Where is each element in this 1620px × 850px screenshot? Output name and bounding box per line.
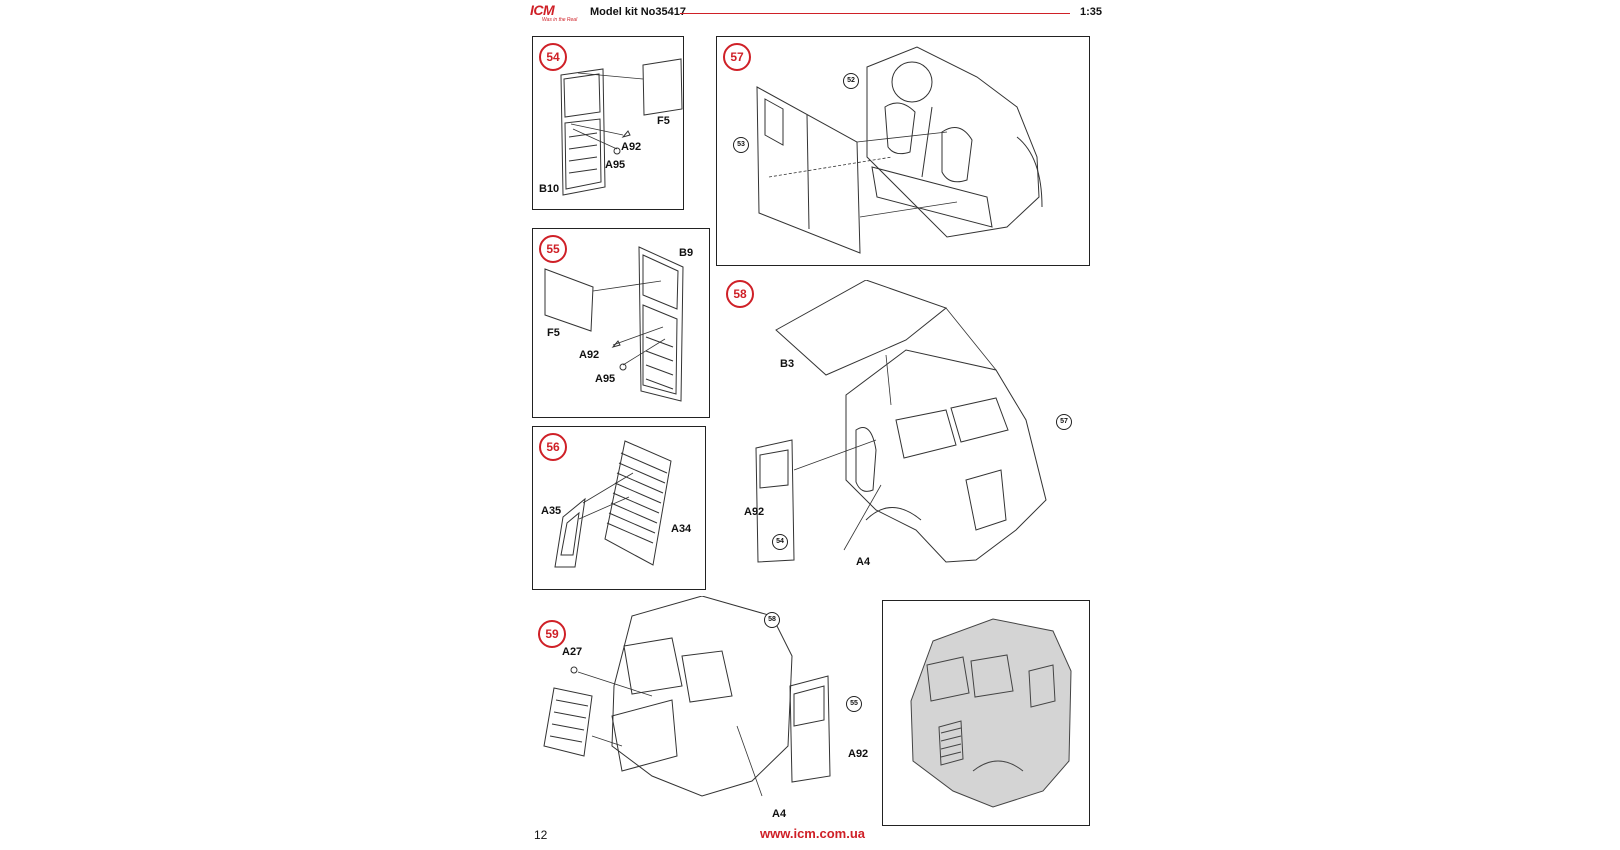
icm-logo: ICM Was in the Real [530,2,584,26]
finished-cab-drawing [910,618,1072,808]
part-a92-label: A92 [621,141,642,153]
step-56-panel: 56 A35 A34 [532,426,706,590]
header-rule [680,13,1070,14]
step-59-drawing [543,596,831,797]
step-54-number: 54 [539,43,567,71]
step-57-panel: 57 52 53 [716,36,1090,266]
ref-step-57: 57 [1056,414,1072,430]
logo-brand: ICM [530,2,555,18]
logo-slogan: Was in the Real [542,17,578,23]
ref-step-58: 58 [764,612,780,628]
part-f5-label: F5 [657,115,670,127]
step-57-drawing [756,46,1043,254]
ref-step-52: 52 [843,73,859,89]
step-59-number: 59 [538,620,566,648]
part-a34-label: A34 [671,523,692,535]
page-header: ICM Was in the Real Model kit No35417 1:… [520,2,1102,26]
part-b10-label: B10 [539,183,560,195]
part-b3-label: B3 [780,358,795,370]
part-b9-label: B9 [679,247,694,259]
step-58-area: 58 B3 57 A92 54 A4 [716,280,1088,580]
step-56-drawing [554,440,672,568]
part-a95-label: A95 [605,159,626,171]
page-number: 12 [534,828,548,842]
part-a4-label: A4 [772,808,787,820]
website-link[interactable]: www.icm.com.ua [760,826,865,841]
step-57-number: 57 [723,43,751,71]
step-55-drawing [544,246,684,402]
ref-step-54: 54 [772,534,788,550]
part-a35-label: A35 [541,505,562,517]
step-58-drawing [755,280,1047,563]
part-a92-label: A92 [579,349,600,361]
part-a95-label: A95 [595,373,616,385]
ref-step-55: 55 [846,696,862,712]
step-55-panel: 55 B9 F5 A92 A95 [532,228,710,418]
part-a92-label: A92 [744,506,765,518]
ref-step-53: 53 [733,137,749,153]
part-a27-label: A27 [562,646,583,658]
part-f5-label: F5 [547,327,560,339]
step-55-number: 55 [539,235,567,263]
kit-scale: 1:35 [1079,6,1102,18]
step-54-drawing [560,58,683,196]
step-59-area: 59 58 A27 55 A92 A4 [532,596,872,822]
step-58-number: 58 [726,280,754,308]
part-a4-label: A4 [856,556,871,568]
part-a92-label: A92 [848,748,869,760]
step-56-number: 56 [539,433,567,461]
step-54-panel: 54 F5 A92 A95 B10 [532,36,684,210]
finished-cab-panel [882,600,1090,826]
kit-title: Model kit No35417 [590,6,686,18]
